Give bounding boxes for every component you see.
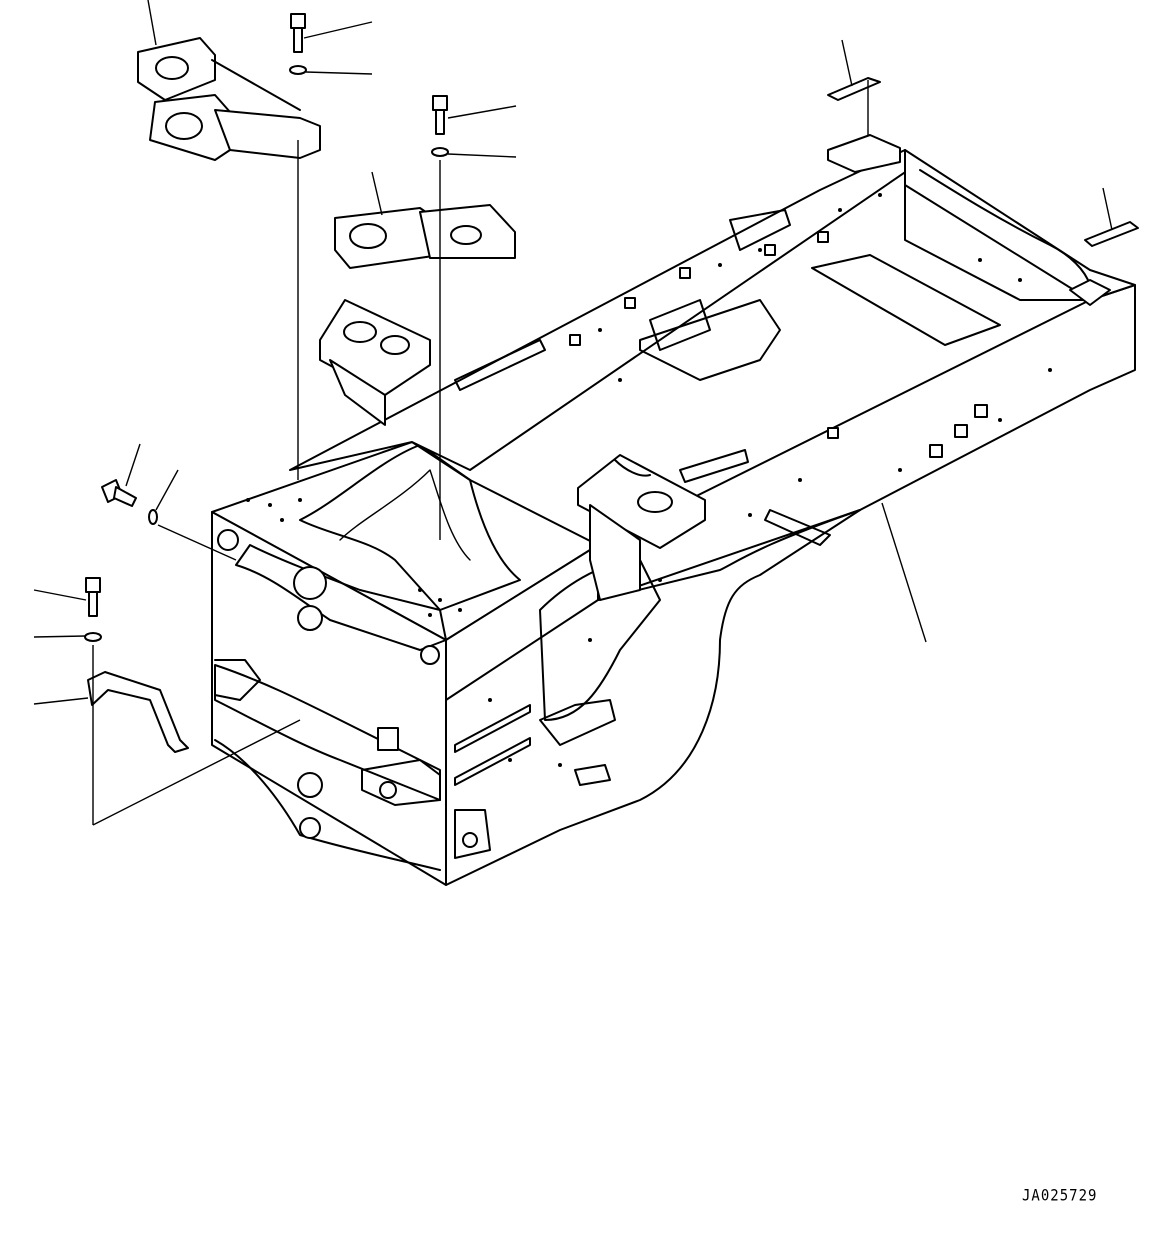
- bolt-3: [101, 479, 158, 525]
- upper-mount-bracket-b: [334, 204, 516, 269]
- pin-hole-lower: [297, 772, 323, 798]
- front-frame-box: [211, 441, 599, 886]
- main-rails: [289, 149, 1136, 886]
- pin-hole-bottom: [299, 817, 321, 839]
- leader-lines: [33, 0, 1113, 826]
- pin-hole-upper-small: [297, 605, 323, 631]
- drawing-code-label: JA025729: [1022, 1186, 1098, 1206]
- small-plates: [827, 77, 1139, 247]
- floor-bracket: [87, 671, 189, 753]
- pin-hole-upper-large: [293, 566, 327, 600]
- frame-mount-left: [319, 299, 431, 426]
- upper-mount-bracket-a: [137, 37, 321, 161]
- bolt-4: [84, 577, 102, 642]
- bolt-2: [431, 95, 449, 157]
- bolt-1: [289, 13, 307, 75]
- frame-mount-right: [577, 449, 749, 601]
